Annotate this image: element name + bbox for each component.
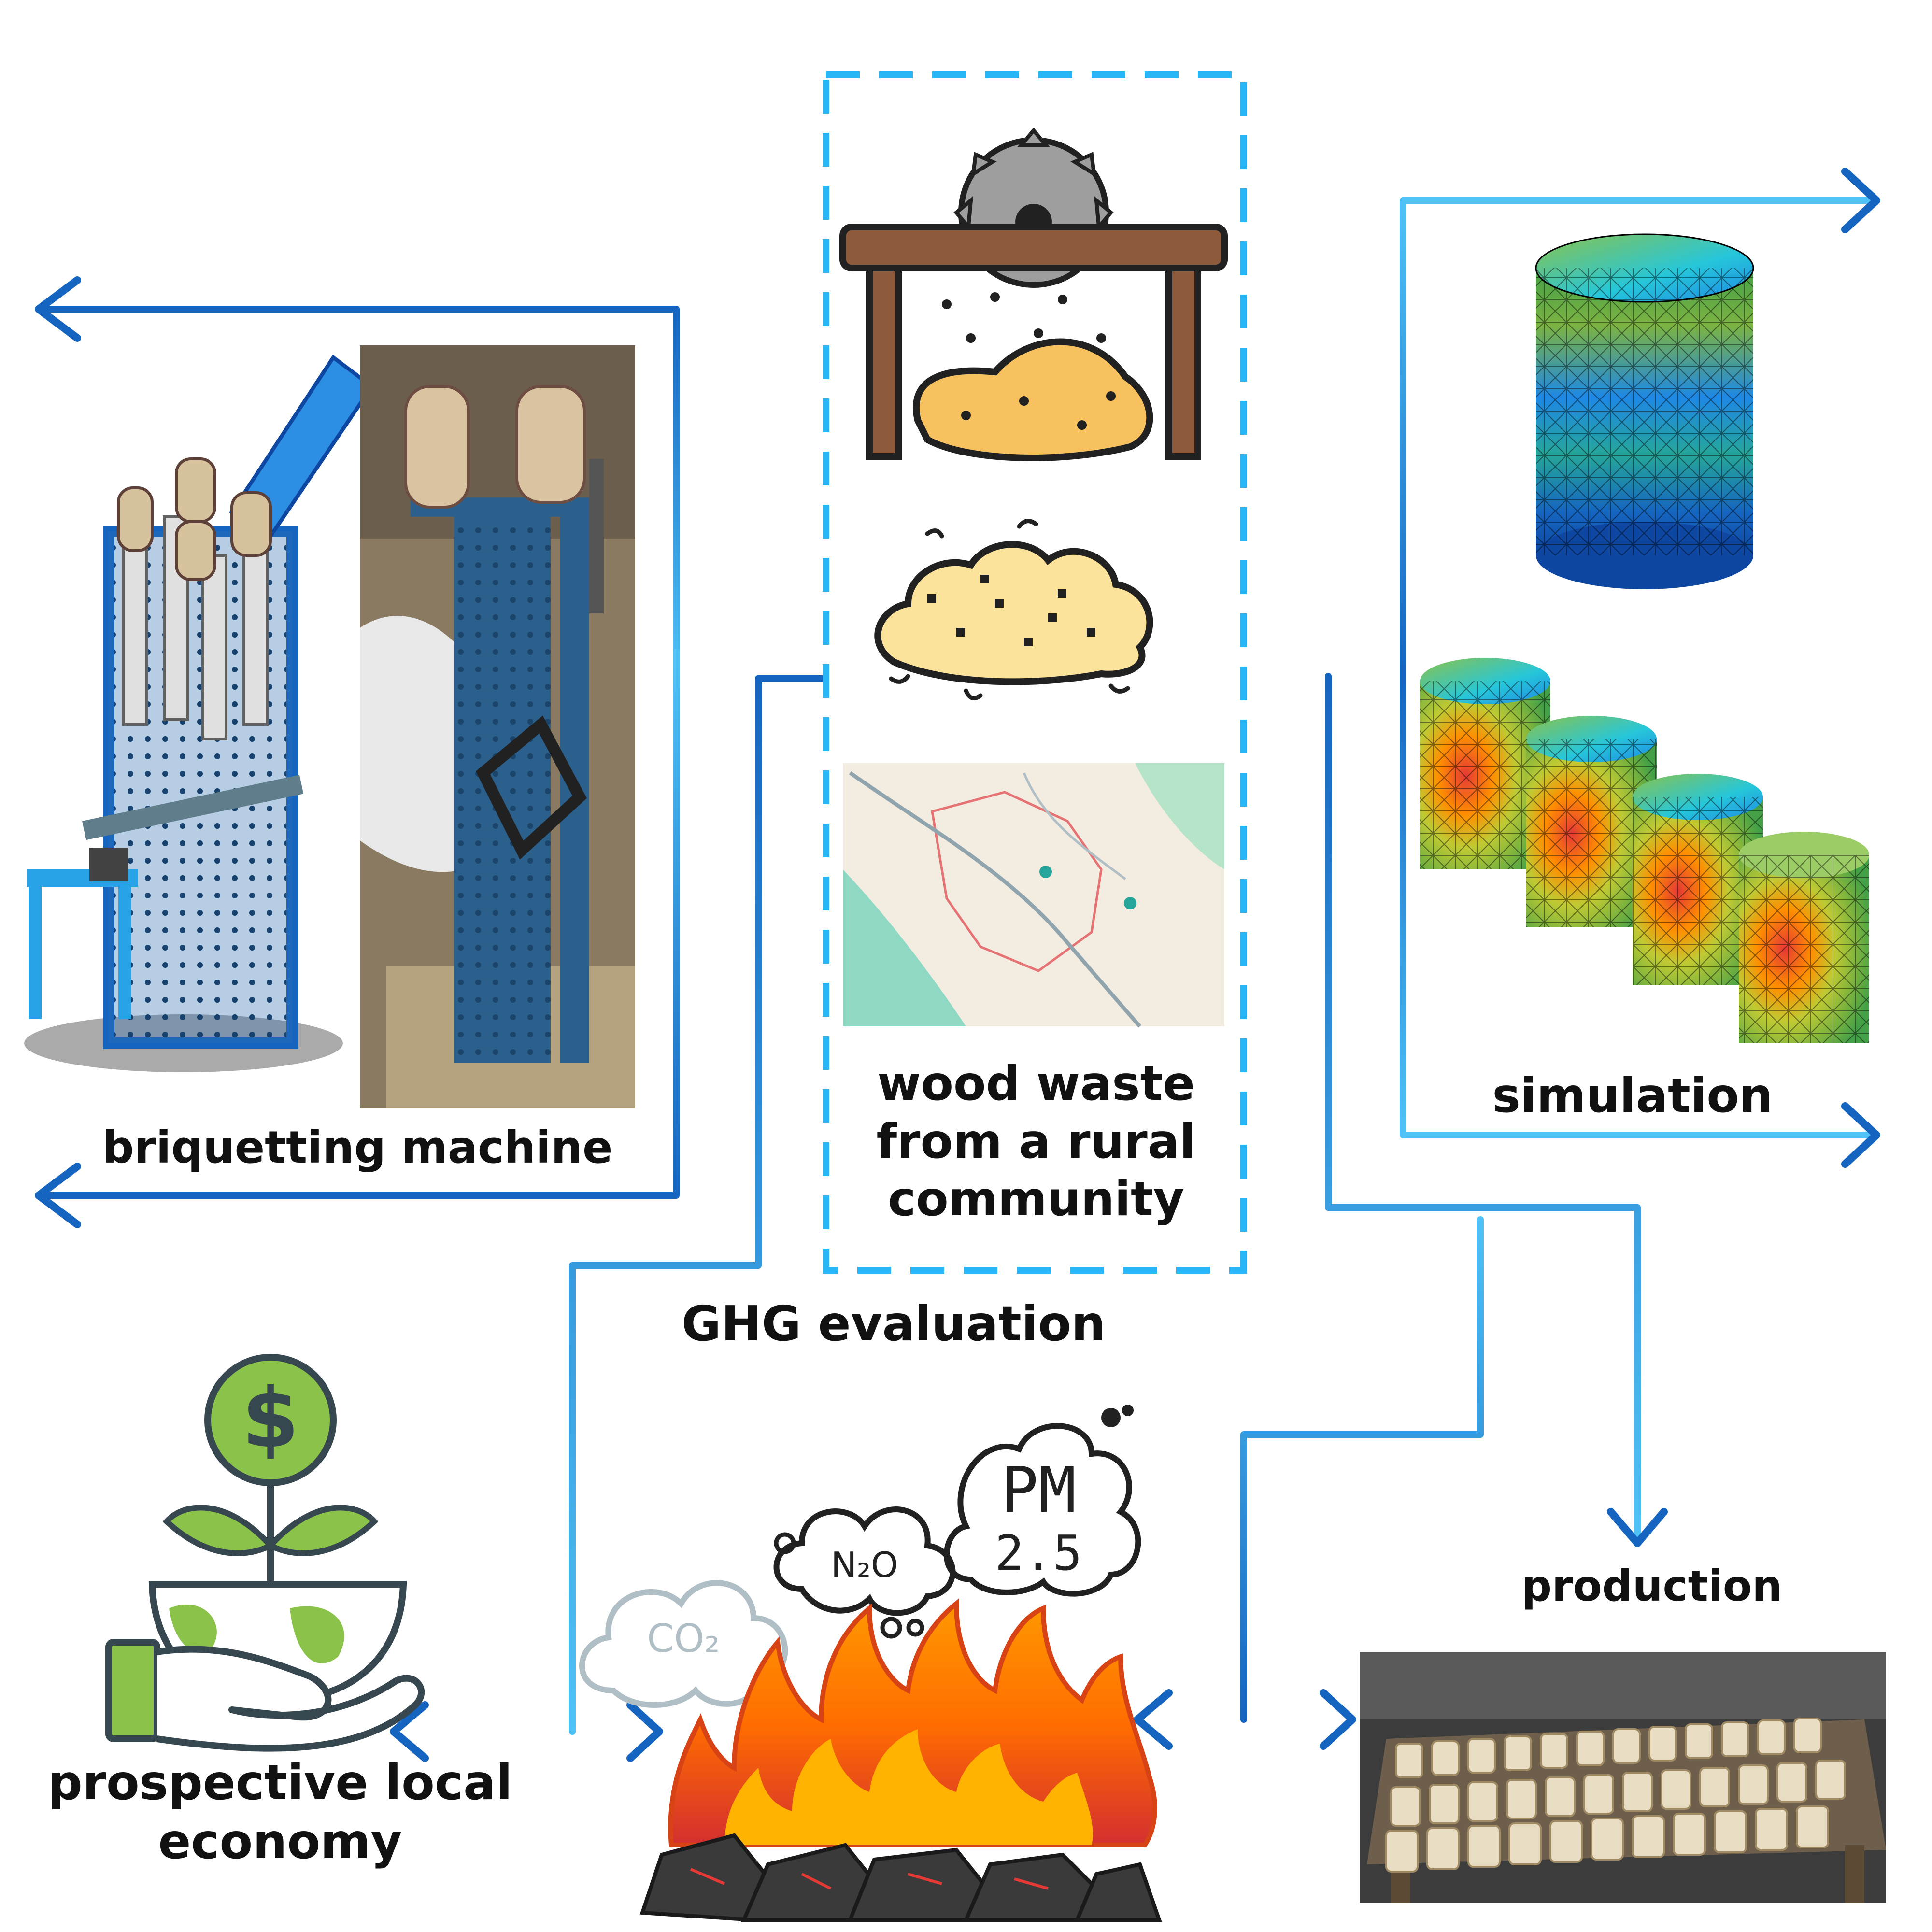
briquetting-top-arrow-line (35, 306, 680, 684)
simulation-cylinders-sectioned (1420, 658, 1869, 1043)
co2-label: CO₂ (647, 1616, 720, 1661)
briquettes (1385, 1718, 1846, 1873)
sawdust-pile-icon (874, 519, 1153, 701)
briquetting-machine-render (24, 355, 375, 1072)
briquetting-machine-label: briquetting machine (102, 1122, 613, 1173)
pm-label: PM (1001, 1453, 1077, 1527)
fire-icon (639, 1598, 1162, 1922)
arrowhead-briquetting-bottom (35, 1163, 81, 1228)
dollar-icon: $ (242, 1371, 299, 1466)
saw-table-icon (839, 127, 1228, 461)
n2o-cloud: N₂O (773, 1506, 956, 1639)
local-economy-label: prospective local economy (48, 1754, 512, 1870)
coals (639, 1833, 1162, 1922)
arrowhead-economy-left (390, 1701, 429, 1762)
arrowhead-briquetting-top (35, 276, 81, 342)
arrowhead-fire-right (626, 1701, 663, 1762)
co2-cloud: CO₂ (579, 1580, 788, 1708)
local-economy-icon: $ (105, 1354, 425, 1752)
wood-waste-dashed-box (823, 71, 1247, 1274)
fire-production-link (1240, 1216, 1484, 1723)
wood-waste-label: wood waste from a rural community (876, 1056, 1196, 1227)
simulation-top-arrow-line (1400, 197, 1877, 677)
n2o-label: N₂O (831, 1545, 898, 1585)
arrowhead-production-down (1607, 1508, 1668, 1547)
ghg-evaluation-label: GHG evaluation (681, 1295, 1106, 1352)
emission-clouds: CO₂ N₂O PM 2.5 (579, 1405, 1141, 1708)
arrowhead-simulation-bottom (1841, 1102, 1880, 1168)
arrowhead-simulation-top (1841, 168, 1880, 233)
production-link (1325, 673, 1641, 1539)
arrowhead-fire-left (1134, 1689, 1173, 1750)
pm25-cloud: PM 2.5 (944, 1405, 1141, 1597)
pm-size-label: 2.5 (995, 1525, 1082, 1581)
arrowhead-production-right (1320, 1689, 1356, 1750)
ghg-link (569, 675, 827, 1735)
simulation-bottom-arrow-line (1400, 670, 1877, 1138)
briquetting-bottom-arrow-line (35, 649, 680, 1199)
sim-section-4 (1739, 832, 1869, 1043)
simulation-label: simulation (1492, 1068, 1773, 1123)
briquetting-machine-photo (360, 345, 635, 1108)
production-label: production (1521, 1561, 1782, 1611)
arrowheads (35, 168, 1880, 1762)
connector-lines (35, 197, 1877, 1735)
briquette-production-photo (1360, 1652, 1886, 1903)
rural-community-map (843, 763, 1224, 1028)
simulation-cylinder-single (1535, 233, 1754, 589)
